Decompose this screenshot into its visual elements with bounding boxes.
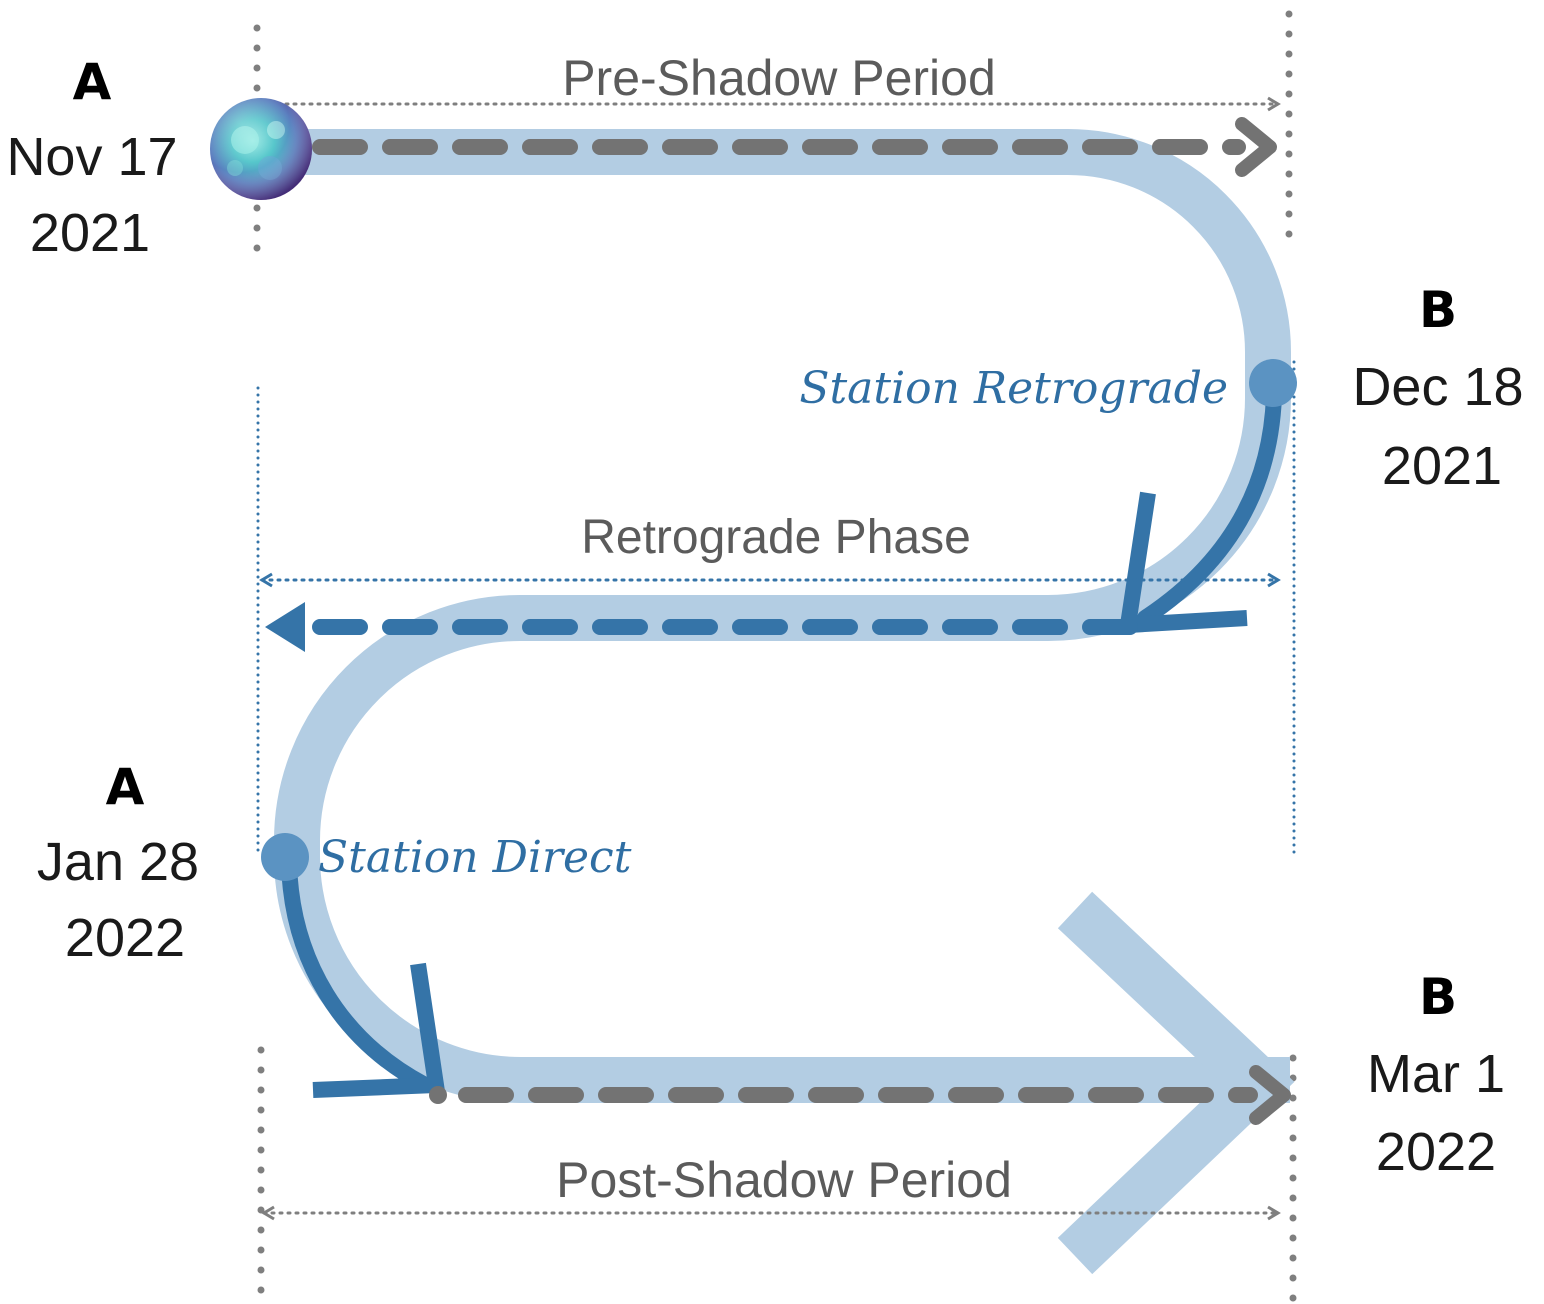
station-retrograde-date-line2: 2021 xyxy=(1382,436,1502,496)
retrograde-curve xyxy=(1137,388,1282,626)
retrograde-phase-label: Retrograde Phase xyxy=(581,511,971,564)
station-direct-dot xyxy=(261,833,309,881)
light-path-s xyxy=(262,129,1291,1103)
start-date-line2: 2021 xyxy=(30,203,150,263)
post-shadow-span-arrowhead-right xyxy=(1267,1205,1281,1221)
post-shadow-arrowhead xyxy=(1249,1065,1291,1125)
retrograde-arrowhead xyxy=(265,602,305,652)
post-shadow-label: Post-Shadow Period xyxy=(556,1152,1012,1208)
pre-shadow-label: Pre-Shadow Period xyxy=(562,50,996,106)
retrograde-span-arrowhead-left xyxy=(259,572,273,588)
station-retrograde-letter: B xyxy=(1419,281,1457,339)
blue-boundary-lines xyxy=(256,360,1296,857)
station-direct-date-line1: Jan 28 xyxy=(37,832,199,892)
direct-curve-arrowhead xyxy=(312,962,446,1098)
post-shadow-span-arrowhead-left xyxy=(261,1205,275,1221)
retrograde-span-arrowhead-right xyxy=(1267,572,1281,588)
station-direct-letter: A xyxy=(106,758,145,816)
station-retrograde-label: Station Retrograde xyxy=(799,363,1228,414)
pre-shadow-span-arrowhead xyxy=(1267,96,1281,112)
station-direct-date-line2: 2022 xyxy=(65,908,185,968)
pre-shadow-span xyxy=(260,96,1281,112)
station-direct-label: Station Direct xyxy=(318,832,632,883)
post-shadow-start-dot xyxy=(429,1086,447,1104)
station-retrograde-date-line1: Dec 18 xyxy=(1352,357,1523,417)
post-shadow-span xyxy=(261,1205,1281,1221)
station-retrograde-dot xyxy=(1249,359,1297,407)
start-point-letter: A xyxy=(73,53,112,111)
start-date-line1: Nov 17 xyxy=(6,127,177,187)
end-date-line1: Mar 1 xyxy=(1367,1044,1505,1104)
planet-icon xyxy=(210,98,312,200)
retrograde-span xyxy=(259,572,1281,588)
gray-boundary-lines xyxy=(253,10,1297,1304)
end-date-line2: 2022 xyxy=(1376,1122,1496,1182)
direct-curve xyxy=(281,856,433,1093)
pre-shadow-arrowhead xyxy=(1235,117,1277,177)
end-point-letter: B xyxy=(1419,968,1457,1026)
